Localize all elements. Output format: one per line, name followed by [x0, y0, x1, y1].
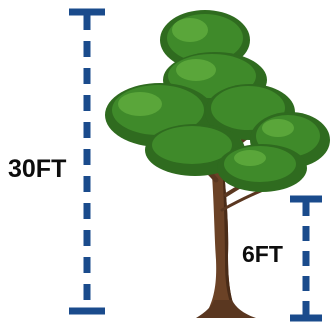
- tall-height-scale-bar: [69, 8, 105, 315]
- tree-foliage: [105, 10, 330, 192]
- tree-trunk: [205, 150, 238, 316]
- tree-roots: [196, 300, 256, 318]
- tall-height-label: 30FT: [8, 155, 67, 183]
- short-height-label: 6FT: [242, 241, 283, 267]
- short-height-scale-bar: [290, 195, 322, 322]
- tree-illustration: [105, 10, 330, 318]
- tree-trunk-shade: [222, 150, 238, 316]
